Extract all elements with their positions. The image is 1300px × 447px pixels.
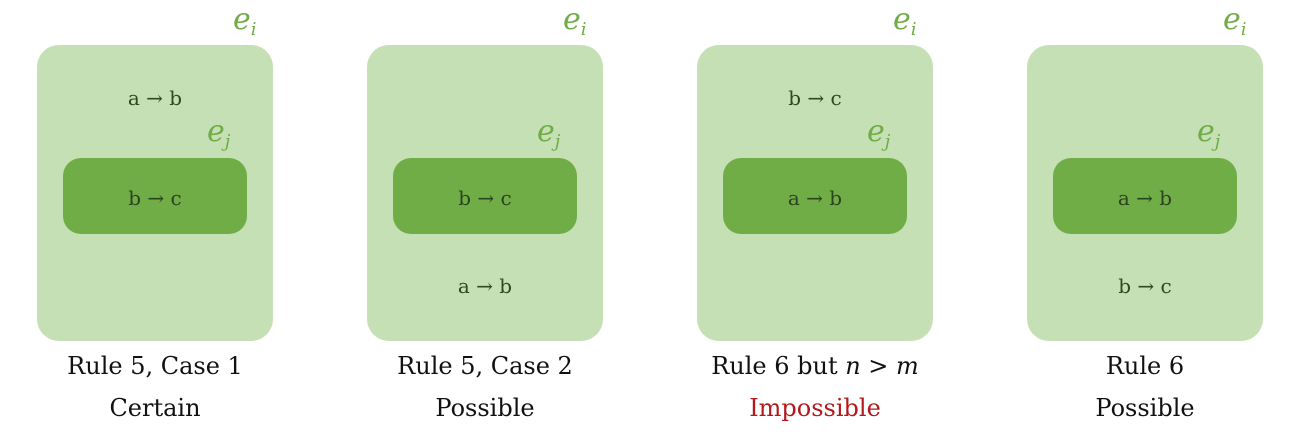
inner-rule-text: a → b <box>787 186 843 210</box>
outer-event-label: ei <box>893 2 917 40</box>
top-rule-text: b → c <box>788 86 842 110</box>
panel-title: Rule 5, Case 2 <box>397 352 573 380</box>
inner-event-label: ej <box>867 114 891 152</box>
outer-event-label: ei <box>1223 2 1247 40</box>
panel-rule5-case1: ei a → b ej b → c Rule 5, Case 1 Certain <box>0 0 330 447</box>
inner-event-label: ej <box>207 114 231 152</box>
inner-event-box <box>63 158 247 234</box>
inner-rule-text: b → c <box>458 186 512 210</box>
panel-title: Rule 6 <box>1105 352 1185 380</box>
inner-event-label: ej <box>537 114 561 152</box>
inner-rule-text: a → b <box>1117 186 1173 210</box>
panel-title: Rule 5, Case 1 <box>67 352 243 380</box>
panel-verdict: Possible <box>1095 394 1195 422</box>
inner-event-box <box>723 158 907 234</box>
outer-event-label: ei <box>563 2 587 40</box>
inner-event-box <box>393 158 577 234</box>
bottom-rule-text: a → b <box>457 274 513 298</box>
outer-event-label: ei <box>233 2 257 40</box>
panel-verdict: Impossible <box>749 394 881 422</box>
inner-rule-text: b → c <box>128 186 182 210</box>
inner-event-box <box>1053 158 1237 234</box>
panel-verdict: Certain <box>109 394 201 422</box>
bottom-rule-text: b → c <box>1118 274 1172 298</box>
panel-rule6: ei ej a → b b → c Rule 6 Possible <box>990 0 1300 447</box>
panel-verdict: Possible <box>435 394 535 422</box>
panel-rule6-impossible: ei b → c ej a → b Rule 6 but n > m Impos… <box>660 0 990 447</box>
inner-event-label: ej <box>1197 114 1221 152</box>
panel-title: Rule 6 but n > m <box>711 352 919 380</box>
top-rule-text: a → b <box>127 86 183 110</box>
panel-rule5-case2: ei ej b → c a → b Rule 5, Case 2 Possibl… <box>330 0 660 447</box>
